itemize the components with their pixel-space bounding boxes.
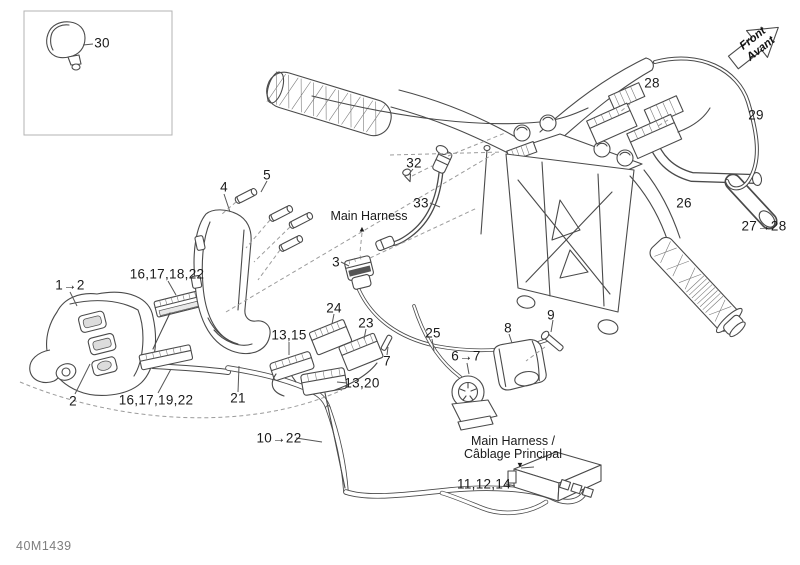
callout-16-17-19-22: 16,17,19,22 xyxy=(118,392,194,408)
switch-housing xyxy=(29,291,231,396)
callout-30: 30 xyxy=(94,35,110,51)
callout-26: 26 xyxy=(676,195,692,211)
bracket-4 xyxy=(190,193,271,355)
connector-3 xyxy=(340,255,549,353)
connector-11-12-14 xyxy=(439,451,602,515)
construction-lines xyxy=(19,132,506,419)
callout-3: 3 xyxy=(332,254,340,270)
up-arrow-icon: ▲ xyxy=(358,224,366,234)
main-harness-upper-label: Main Harness xyxy=(330,209,408,223)
callout-28: 28 xyxy=(644,75,660,91)
bracket-bolts-5 xyxy=(221,180,314,281)
callout-16-17-18-22: 16,17,18,22 xyxy=(129,266,205,282)
connector-strips xyxy=(138,280,204,394)
callout-33: 33 xyxy=(413,195,429,211)
boot-8 xyxy=(493,333,547,391)
callout-6-7: 6→7 xyxy=(451,348,481,364)
rod-29 xyxy=(653,56,759,191)
callout-21: 21 xyxy=(230,390,246,406)
callout-5: 5 xyxy=(263,167,271,183)
down-arrow-icon: ▼ xyxy=(516,460,524,470)
branch-connectors xyxy=(269,342,378,489)
callout-2: 2 xyxy=(69,393,77,409)
callout-27-28: 27→28 xyxy=(741,218,787,234)
callout-32: 32 xyxy=(406,155,422,171)
main-harness-lower-label-fr: Câblage Principal xyxy=(464,447,562,461)
cable-25-dial xyxy=(412,304,498,431)
callout-25: 25 xyxy=(425,325,441,341)
callout-10-22: 10→22 xyxy=(256,430,302,446)
steering-riser xyxy=(480,114,681,335)
callout-24: 24 xyxy=(326,300,342,316)
screw-32 xyxy=(402,165,433,183)
connectors-23-24 xyxy=(308,313,393,372)
diagram-part-code: 40M1439 xyxy=(16,539,72,553)
callout-13-15: 13,15 xyxy=(271,327,307,343)
bolt-9 xyxy=(525,319,564,362)
callout-11-12-14: 11,12,14 xyxy=(457,476,511,492)
callout-29: 29 xyxy=(748,107,764,123)
front-direction-arrow xyxy=(727,26,779,70)
callout-4: 4 xyxy=(220,179,228,195)
callout-8: 8 xyxy=(504,320,512,336)
callout-23: 23 xyxy=(358,315,374,331)
right-grip xyxy=(649,236,746,338)
callout-7: 7 xyxy=(383,353,391,369)
main-harness-lower-label-en: Main Harness / xyxy=(470,434,556,448)
connector-pair-28 xyxy=(586,82,711,160)
callout-9: 9 xyxy=(547,307,555,323)
mirror-inset-box xyxy=(23,10,173,136)
callout-1-2: 1→2 xyxy=(55,277,85,293)
left-grip xyxy=(266,71,392,137)
callout-13-20: 13,20 xyxy=(344,375,380,391)
